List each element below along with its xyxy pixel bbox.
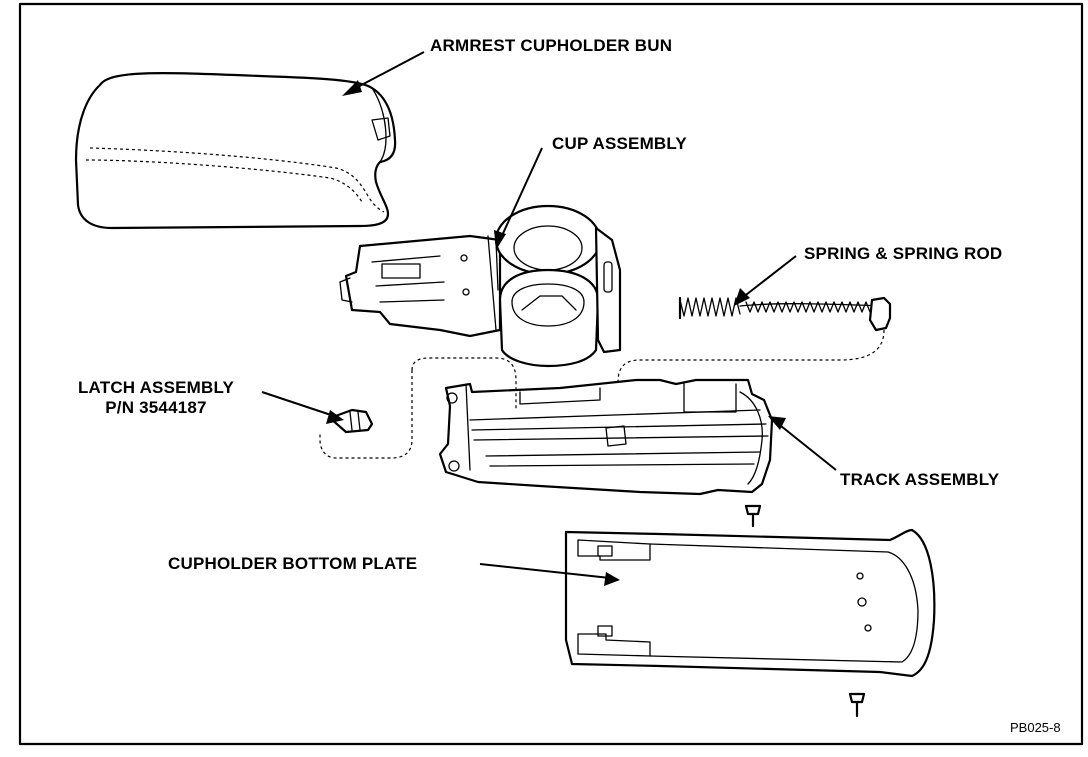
label-cupholder-bottom-plate: CUPHOLDER BOTTOM PLATE — [168, 554, 418, 573]
label-latch-assembly-line1: LATCH ASSEMBLY — [77, 378, 235, 397]
track-assembly — [319, 357, 774, 528]
label-track-assembly: TRACK ASSEMBLY — [840, 470, 1000, 489]
label-cup-assembly: CUP ASSEMBLY — [552, 134, 687, 153]
label-latch-part-number: P/N 3544187 — [105, 398, 207, 417]
armrest-bun — [74, 72, 397, 230]
cup-assembly — [339, 204, 622, 368]
label-spring-and-spring-rod: SPRING & SPRING ROD — [804, 244, 1003, 263]
figure-id: PB025-8 — [1010, 720, 1061, 735]
frame-border — [18, 2, 1084, 746]
label-latch-assembly: LATCH ASSEMBLY P/N 3544187 — [56, 378, 256, 418]
leader-arrows — [261, 51, 837, 586]
cupholder-bottom-plate — [564, 528, 936, 718]
latch-assembly-part — [328, 408, 374, 434]
label-armrest-cupholder-bun: ARMREST CUPHOLDER BUN — [430, 36, 673, 55]
spring-and-rod — [617, 296, 892, 404]
